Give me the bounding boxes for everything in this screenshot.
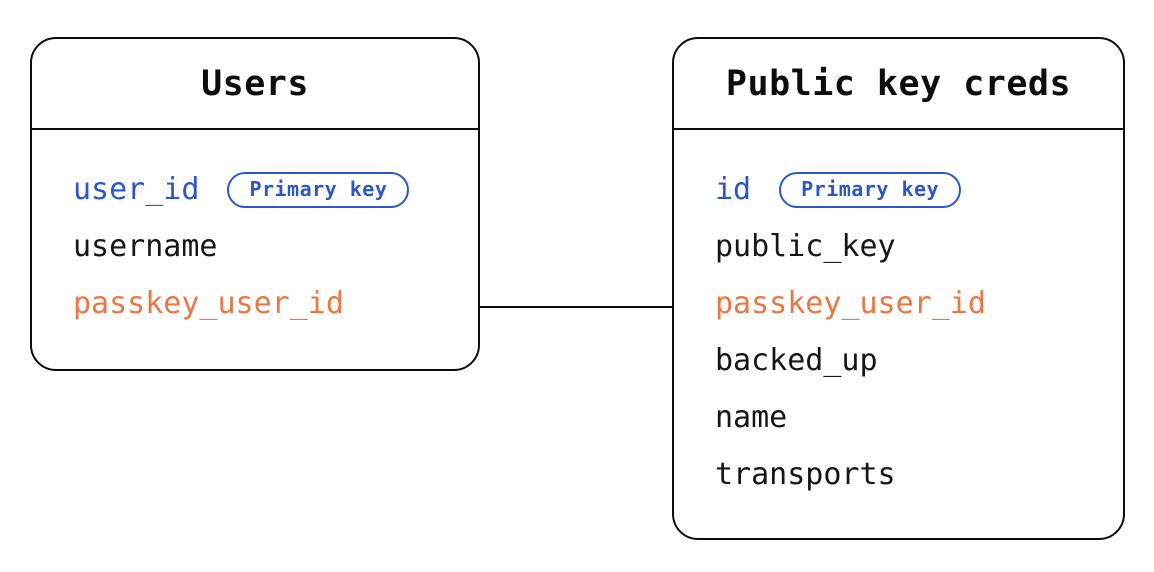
relationship-line	[478, 306, 674, 308]
field-row: passkey_user_id	[73, 275, 462, 332]
primary-key-badge: Primary key	[227, 171, 410, 208]
table-public-key-creds: Public key creds id Primary key public_key…	[672, 37, 1125, 540]
table-users-fields: user_id Primary key username passkey_user_i…	[32, 130, 478, 332]
field-row: username	[73, 218, 462, 275]
field-name: name	[715, 400, 788, 435]
field-row: public_key	[715, 218, 1107, 275]
table-users: Users user_id Primary key username passkey_…	[30, 37, 480, 371]
field-row: transports	[715, 446, 1107, 503]
field-name: transports	[715, 457, 896, 492]
table-users-title: Users	[32, 39, 478, 130]
field-row: backed_up	[715, 332, 1107, 389]
field-name: id	[715, 172, 752, 207]
primary-key-badge: Primary key	[779, 171, 962, 208]
field-row: user_id Primary key	[73, 161, 462, 218]
field-row: name	[715, 389, 1107, 446]
field-row: passkey_user_id	[715, 275, 1107, 332]
field-name: public_key	[715, 229, 896, 264]
field-name: username	[73, 229, 218, 264]
field-row: id Primary key	[715, 161, 1107, 218]
field-name: passkey_user_id	[715, 286, 986, 321]
field-name: user_id	[73, 172, 200, 207]
field-name: passkey_user_id	[73, 286, 344, 321]
field-name: backed_up	[715, 343, 878, 378]
table-public-key-creds-title: Public key creds	[674, 39, 1123, 130]
